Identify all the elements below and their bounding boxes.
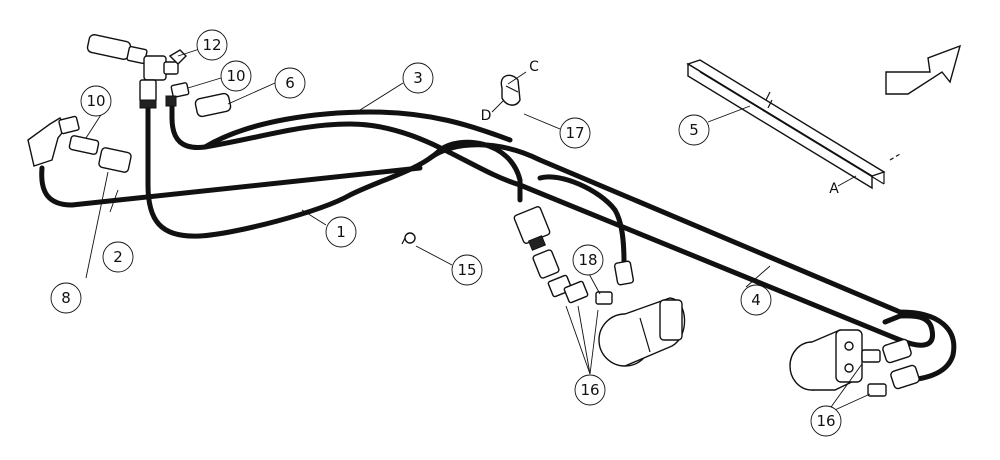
nipple-10-left — [68, 135, 100, 155]
hose-1 — [145, 139, 523, 239]
callout-balloons: 12 10 6 3 10 2 8 1 15 17 18 — [50, 29, 842, 437]
clip-15 — [401, 232, 416, 245]
motor-center — [598, 297, 686, 367]
svg-text:3: 3 — [413, 69, 423, 87]
svg-text:1: 1 — [336, 223, 346, 241]
svg-text:17: 17 — [565, 124, 584, 142]
callout-4: 4 — [740, 284, 772, 316]
callout-8: 8 — [50, 282, 82, 314]
svg-text:2: 2 — [113, 248, 123, 266]
fitting-18 — [595, 291, 613, 305]
tee-fitting — [143, 55, 167, 81]
top-left-fittings — [86, 34, 232, 118]
svg-text:12: 12 — [202, 36, 221, 54]
motor-flange-right — [835, 329, 863, 383]
callout-12: 12 — [196, 29, 228, 61]
angle-bracket-5 — [686, 59, 901, 190]
svg-text:16: 16 — [816, 412, 835, 430]
callout-6: 6 — [274, 67, 306, 99]
hoses — [39, 97, 957, 383]
valve-port — [527, 235, 547, 251]
callout-18: 18 — [572, 244, 604, 276]
clip — [404, 232, 416, 244]
hose-end-ferrule — [139, 99, 157, 109]
svg-text:5: 5 — [689, 121, 699, 139]
elbow-nut — [58, 115, 80, 135]
svg-text:10: 10 — [86, 92, 105, 110]
svg-text:16: 16 — [580, 381, 599, 399]
clamp — [500, 74, 521, 106]
tee-outlet — [163, 61, 179, 75]
callout-16-right: 16 — [810, 405, 842, 437]
fitting-16-b — [563, 280, 589, 304]
callout-2: 2 — [102, 241, 134, 273]
coupler-6 — [194, 92, 232, 118]
callout-5: 5 — [678, 114, 710, 146]
svg-text:6: 6 — [285, 74, 295, 92]
clamp-17 — [500, 74, 521, 106]
hose-end-short — [165, 95, 177, 107]
valve-block — [513, 206, 551, 244]
adapter-block — [532, 249, 560, 279]
hose-long-upper — [202, 109, 513, 150]
callout-1: 1 — [325, 216, 357, 248]
hose-end-return — [613, 260, 635, 286]
label-d: D — [481, 108, 492, 124]
callout-10-left: 10 — [80, 85, 112, 117]
hose-2 — [39, 165, 423, 208]
center-fittings — [513, 206, 635, 305]
callout-3: 3 — [402, 62, 434, 94]
letter-labels: A C D — [481, 59, 840, 197]
callout-16-center: 16 — [574, 374, 606, 406]
hose-end-right-a — [882, 338, 912, 364]
quick-coupler — [86, 34, 132, 60]
coupler-8 — [98, 147, 132, 173]
svg-text:10: 10 — [226, 67, 245, 85]
leader-lines — [85, 44, 871, 415]
motor-flange — [659, 299, 683, 341]
hose-return — [537, 174, 627, 265]
callout-17: 17 — [559, 117, 591, 149]
left-fittings — [27, 115, 132, 173]
hose-4 — [427, 142, 957, 383]
svg-text:4: 4 — [751, 291, 761, 309]
elbow-fitting — [168, 49, 187, 65]
direction-arrow — [885, 44, 962, 95]
svg-text:8: 8 — [61, 289, 71, 307]
svg-text:15: 15 — [457, 261, 476, 279]
label-a: A — [829, 181, 839, 197]
fitting-16-d — [867, 383, 887, 397]
svg-text:18: 18 — [578, 251, 597, 269]
hose-end-right-b — [890, 364, 920, 390]
label-c: C — [529, 59, 539, 75]
callout-10-top: 10 — [220, 60, 252, 92]
callout-15: 15 — [451, 254, 483, 286]
motor-right — [789, 329, 920, 397]
fitting-16-c — [861, 349, 881, 363]
tee-stem — [139, 79, 157, 103]
nipple-10-top — [170, 82, 190, 98]
angle-front-face — [687, 62, 873, 190]
